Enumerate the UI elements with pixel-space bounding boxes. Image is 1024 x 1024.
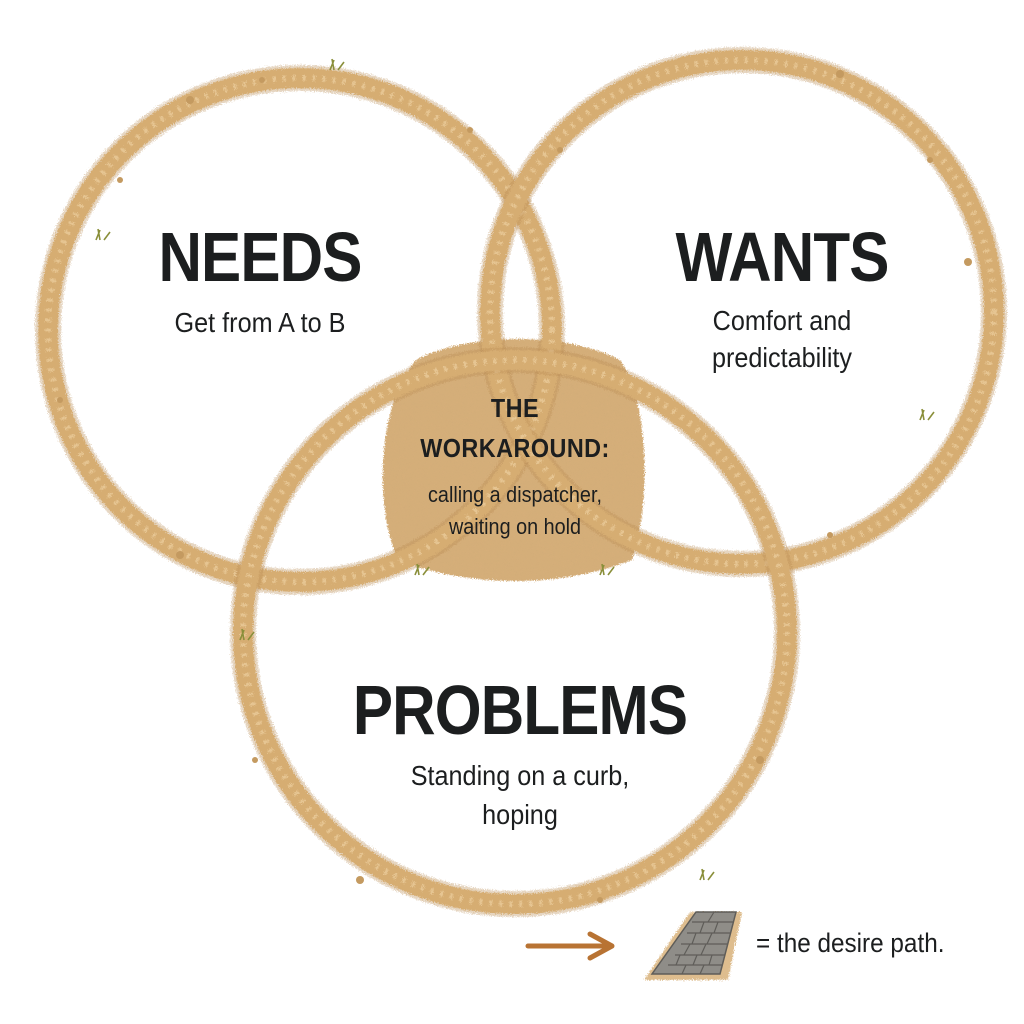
grass-specks	[95, 58, 935, 881]
wants-title: WANTS	[675, 218, 889, 296]
needs-subtitle: Get from A to B	[174, 307, 346, 338]
problems-subtitle-line2: hoping	[482, 799, 558, 830]
arrow-right-icon	[525, 931, 615, 961]
wants-circle	[477, 47, 1007, 577]
workaround-subtitle-line2: waiting on hold	[448, 514, 582, 539]
workaround-subtitle-line1: calling a dispatcher,	[428, 482, 602, 507]
paved-path-icon	[644, 911, 742, 980]
needs-circle	[35, 65, 565, 595]
workaround-title-line2: WORKAROUND:	[420, 433, 610, 463]
pebble-specks	[57, 70, 972, 903]
problems-title: PROBLEMS	[352, 671, 688, 749]
needs-title: NEEDS	[158, 218, 362, 296]
wants-subtitle-line1: Comfort and	[712, 305, 852, 336]
workaround-title-line1: THE	[490, 393, 540, 423]
legend-text: = the desire path.	[756, 928, 945, 958]
problems-subtitle-line1: Standing on a curb,	[410, 760, 630, 791]
wants-subtitle-line2: predictability	[711, 342, 853, 373]
